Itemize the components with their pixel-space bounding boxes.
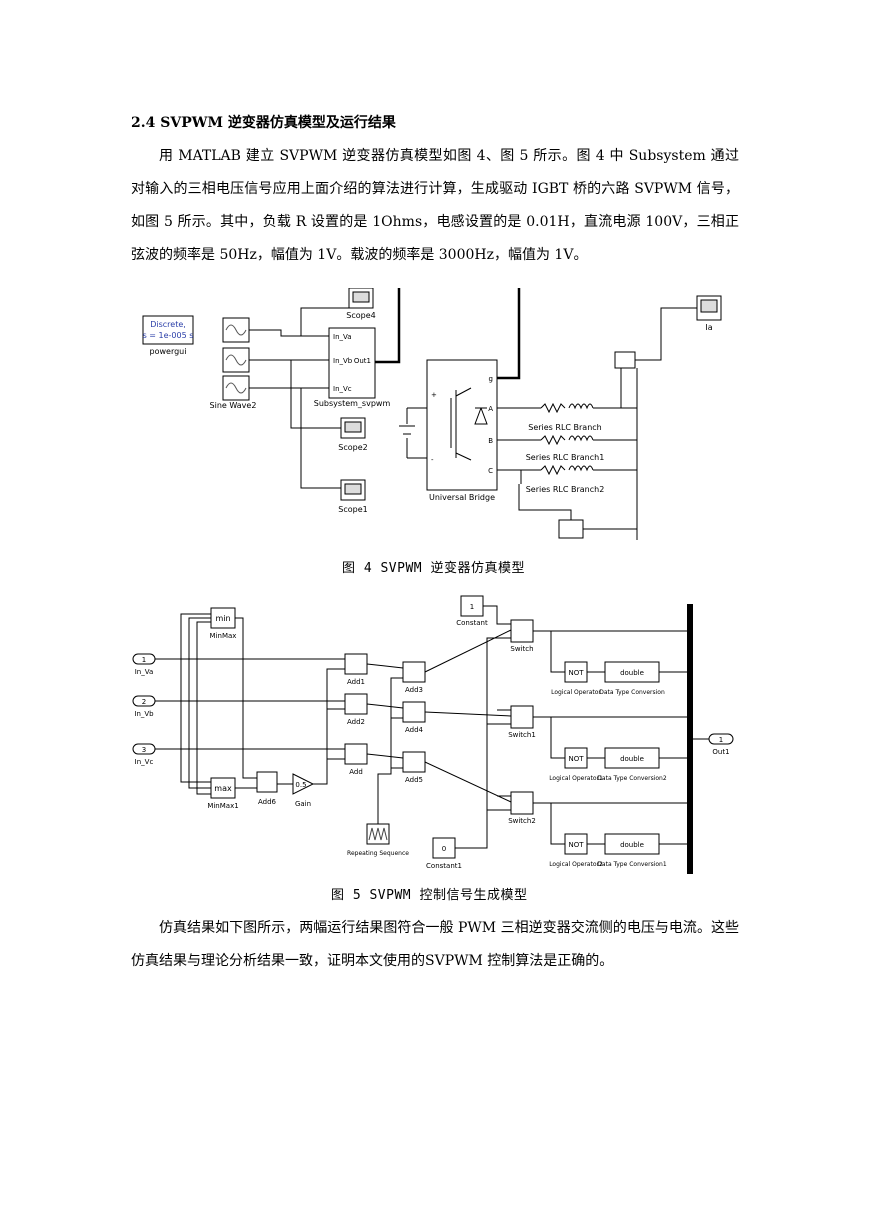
constant1-value: 0 [442,845,446,853]
outport-label: Out1 [712,748,729,756]
bridge-port-c: C [488,467,493,475]
add5-label: Add5 [405,776,423,784]
bridge-label: Universal Bridge [429,493,495,502]
bridge-plus: + [431,391,437,399]
not-text-1: NOT [568,755,584,763]
dtc-label: Data Type Conversion [599,689,665,696]
inport2-label: In_Vb [134,710,154,718]
minmax1-func: max [214,784,232,793]
minmax-func: min [215,614,230,623]
powergui-label: powergui [150,347,187,356]
scope4-label: Scope4 [346,311,375,320]
not-text-2: NOT [568,841,584,849]
figure-4-caption: 图 4 SVPWM 逆变器仿真模型 [342,561,525,576]
inport3-label: In_Vc [135,758,154,766]
dtc1-label: Data Type Conversion1 [597,861,667,868]
not-text-0: NOT [568,669,584,677]
logical-operator2-label: Logical Operator2 [549,861,603,868]
figure-5-diagram: min MinMax max MinMax1 1 2 3 In_Va In_Vb… [132,595,734,874]
powergui-line2: s = 1e-005 s [143,331,194,340]
scope2-label: Scope2 [338,443,367,452]
inport3-num: 3 [142,746,146,754]
add6-label: Add6 [258,798,277,806]
constant-label: Constant [456,619,488,627]
figure-4-diagram: Discrete, s = 1e-005 s powergui Sine Wav… [142,284,722,540]
double-text-1: double [620,755,644,763]
dtc2-label: Data Type Conversion2 [597,775,667,782]
double-text-2: double [620,841,644,849]
constant1-label: Constant1 [426,862,462,870]
sine-label: Sine Wave2 [210,401,257,410]
ia-label: Ia [705,323,712,332]
add3-label: Add3 [405,686,423,694]
add1-label: Add1 [347,678,365,686]
switch-label: Switch [510,645,533,653]
inport1-label: In_Va [135,668,154,676]
bridge-port-g: g [489,375,493,383]
gain-value: 0.5 [295,781,306,789]
rlc-label: Series RLC Branch [528,423,602,432]
add4-label: Add4 [405,726,424,734]
logical-operator-label: Logical Operator [551,689,601,696]
subsystem-in-va: In_Va [333,333,352,341]
figure-5-caption: 图 5 SVPWM 控制信号生成模型 [331,888,528,903]
bridge-port-b: B [488,437,493,445]
section-heading: 2.4 SVPWM 逆变器仿真模型及运行结果 [131,115,396,131]
subsystem-label: Subsystem_svpwm [314,399,391,408]
inport1-num: 1 [142,656,146,664]
paragraph-2-text: 仿真结果如下图所示，两幅运行结果图符合一般 PWM 三相逆变器交流侧的电压与电流… [131,920,739,969]
powergui-line1: Discrete, [150,320,186,329]
scope1-label: Scope1 [338,505,367,514]
gain-label: Gain [295,800,311,808]
figure-5: min MinMax max MinMax1 1 2 3 In_Va In_Vb… [131,594,741,876]
subsystem-in-vb: In_Vb [333,357,353,365]
subsystem-in-vc: In_Vc [333,385,352,393]
paragraph-2: 仿真结果如下图所示，两幅运行结果图符合一般 PWM 三相逆变器交流侧的电压与电流… [131,912,739,978]
figure-4: Discrete, s = 1e-005 s powergui Sine Wav… [131,284,741,550]
subsystem-out1: Out1 [354,357,371,365]
paragraph-1: 用 MATLAB 建立 SVPWM 逆变器仿真模型如图 4、图 5 所示。图 4… [131,140,739,272]
add2-label: Add2 [347,718,365,726]
rlc1-label: Series RLC Branch1 [526,453,605,462]
logical-operator1-label: Logical Operator1 [549,775,603,782]
rlc2-label: Series RLC Branch2 [526,485,605,494]
bridge-minus: - [431,456,434,464]
switch1-label: Switch1 [508,731,536,739]
add-label: Add [349,768,363,776]
repeating-label: Repeating Sequence [347,850,409,857]
bridge-port-a: A [488,405,493,413]
outport-num: 1 [719,736,723,744]
double-text-0: double [620,669,644,677]
minmax-label: MinMax [210,632,237,640]
paragraph-1-text: 用 MATLAB 建立 SVPWM 逆变器仿真模型如图 4、图 5 所示。图 4… [131,148,739,263]
minmax1-label: MinMax1 [207,802,238,810]
inport2-num: 2 [142,698,146,706]
constant-value: 1 [470,603,474,611]
switch2-label: Switch2 [508,817,536,825]
